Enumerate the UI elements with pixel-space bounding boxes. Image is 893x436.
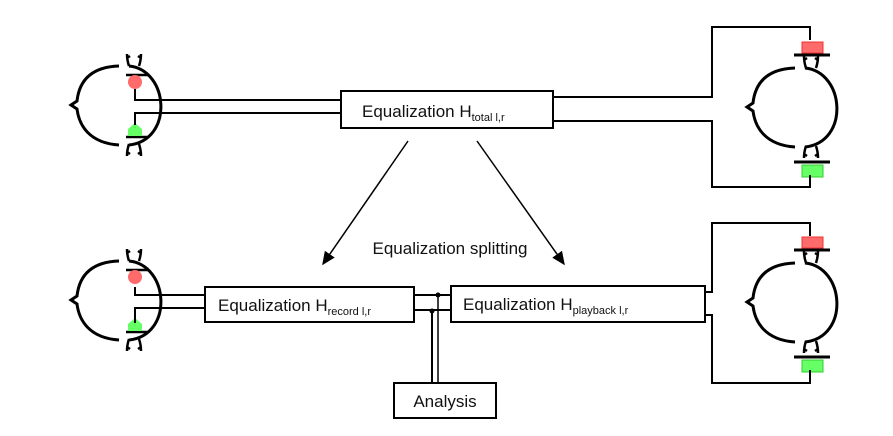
head-outline-icon bbox=[744, 261, 839, 344]
recording-head-bottom bbox=[68, 248, 163, 352]
total-box-subscript: total l,r bbox=[472, 112, 505, 124]
head-outline-icon bbox=[68, 259, 163, 342]
svg-text:Equalization Hplayback l,r: Equalization Hplayback l,r bbox=[463, 295, 629, 317]
left-microphone-icon bbox=[128, 75, 142, 89]
total-box-label: Equalization H bbox=[362, 102, 472, 121]
right-microphone-icon bbox=[128, 123, 142, 136]
right-headphone-icon bbox=[801, 359, 824, 373]
ear-icon bbox=[125, 143, 131, 157]
analysis-label: Analysis bbox=[413, 392, 476, 411]
record-box-label: Equalization H bbox=[218, 296, 328, 315]
ear-icon bbox=[137, 143, 143, 157]
ear-icon bbox=[125, 53, 131, 67]
ear-icon bbox=[802, 55, 808, 69]
left-headphone-icon bbox=[801, 41, 824, 54]
playback-equalization-box: Equalization Hplayback l,r bbox=[450, 285, 706, 323]
ear-icon bbox=[814, 145, 820, 159]
listener-head-bottom bbox=[744, 236, 839, 373]
right-headphone-icon bbox=[801, 164, 824, 178]
junction-dot bbox=[429, 308, 435, 314]
total-equalization-box: Equalization Htotal l,r bbox=[340, 90, 554, 129]
ear-icon bbox=[137, 248, 143, 262]
recording-head-top bbox=[68, 53, 163, 157]
splitting-label: Equalization splitting bbox=[373, 239, 528, 258]
head-outline-icon bbox=[68, 64, 163, 147]
junction-dot bbox=[435, 292, 441, 298]
bottom-connection-lines bbox=[134, 222, 811, 384]
record-equalization-box: Equalization Hrecord l,r bbox=[204, 286, 415, 323]
right-microphone-icon bbox=[128, 318, 142, 331]
arrow-to-playback bbox=[476, 140, 565, 266]
playback-box-label: Equalization H bbox=[463, 295, 573, 314]
ear-icon bbox=[802, 250, 808, 264]
listener-head-top bbox=[744, 41, 839, 178]
left-headphone-icon bbox=[801, 236, 824, 249]
svg-text:Equalization Hrecord l,r: Equalization Hrecord l,r bbox=[218, 296, 371, 318]
ear-icon bbox=[802, 340, 808, 354]
head-outline-icon bbox=[744, 66, 839, 149]
ear-icon bbox=[802, 145, 808, 159]
left-microphone-icon bbox=[128, 270, 142, 284]
ear-icon bbox=[137, 338, 143, 352]
ear-icon bbox=[125, 248, 131, 262]
ear-icon bbox=[814, 340, 820, 354]
top-connection-lines bbox=[134, 26, 811, 188]
record-box-subscript: record l,r bbox=[328, 306, 372, 318]
ear-icon bbox=[125, 338, 131, 352]
ear-icon bbox=[137, 53, 143, 67]
ear-icon bbox=[814, 55, 820, 69]
ear-icon bbox=[814, 250, 820, 264]
playback-box-subscript: playback l,r bbox=[573, 305, 629, 317]
analysis-box: Analysis bbox=[393, 382, 497, 419]
svg-text:Equalization Htotal l,r: Equalization Htotal l,r bbox=[362, 102, 505, 124]
arrow-to-record bbox=[322, 140, 409, 266]
